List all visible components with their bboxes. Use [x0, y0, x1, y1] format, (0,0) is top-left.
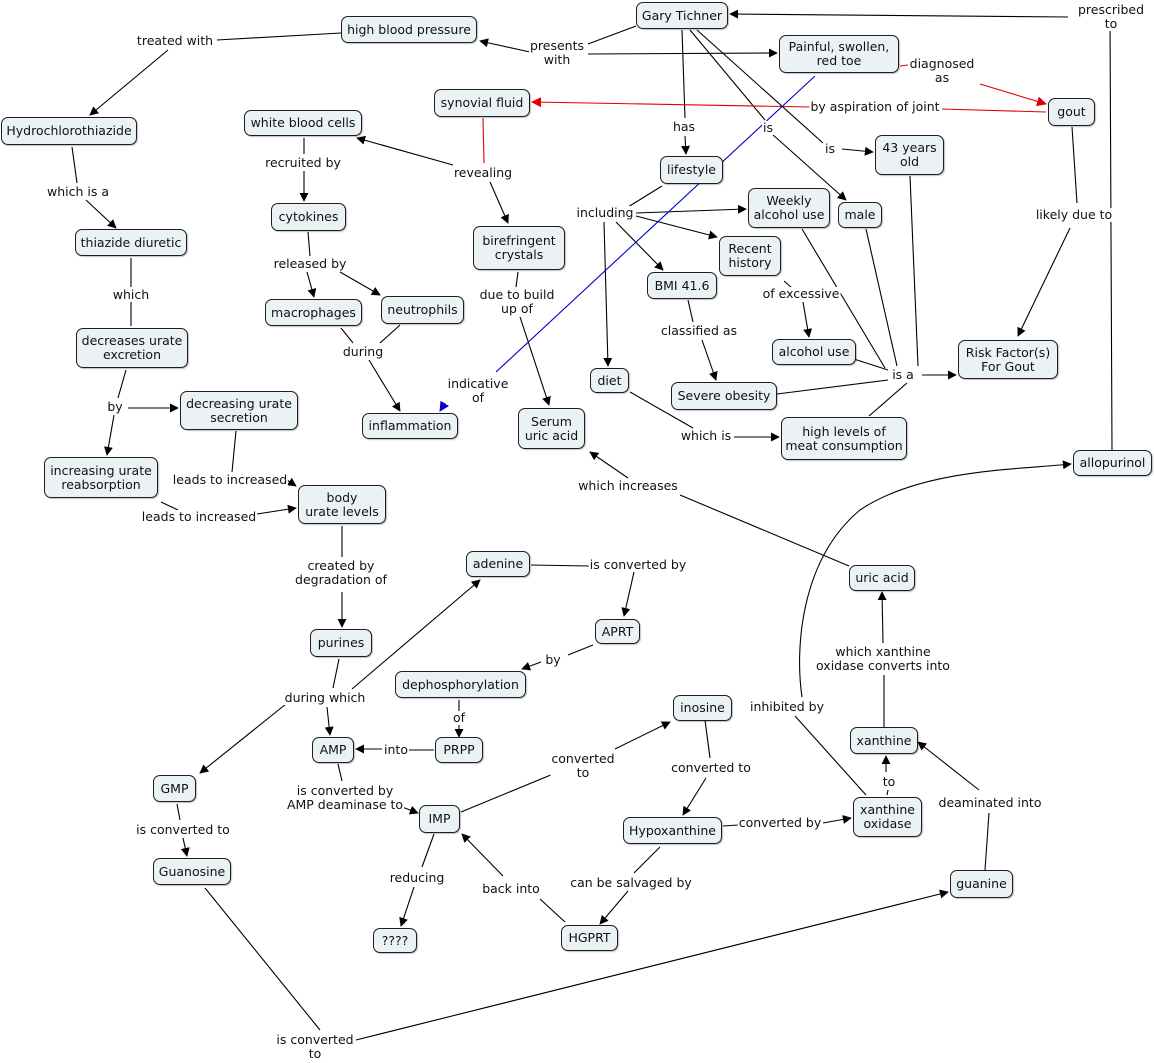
link-label: which: [111, 287, 151, 302]
link-label: due to build up of: [478, 287, 556, 316]
node-decreasing-urate-secretion[interactable]: decreasing urate secretion: [180, 391, 298, 430]
link-label: which increases: [577, 478, 679, 493]
link-label: converted to: [670, 760, 752, 775]
link-label: is a: [891, 367, 915, 382]
node-male[interactable]: male: [838, 202, 882, 228]
node-aprt[interactable]: APRT: [595, 619, 640, 644]
node-white-blood-cells[interactable]: white blood cells: [244, 110, 362, 136]
node-purines[interactable]: purines: [310, 629, 372, 657]
node-increasing-urate-reabsorption[interactable]: increasing urate reabsorption: [44, 457, 158, 498]
link-label: recruited by: [264, 155, 342, 170]
link-label: likely due to: [1034, 207, 1114, 222]
link-label: is converted by AMP deaminase to: [285, 783, 405, 812]
node-xanthine-oxidase[interactable]: xanthine oxidase: [853, 797, 922, 837]
node-cytokines[interactable]: cytokines: [271, 203, 346, 231]
link-label: is: [762, 120, 774, 135]
node-alcohol-use[interactable]: alcohol use: [772, 339, 856, 365]
link-label: inhibited by: [748, 699, 826, 714]
link-label: is converted to: [275, 1032, 355, 1061]
link-label: can be salvaged by: [569, 875, 693, 890]
node-macrophages[interactable]: macrophages: [265, 299, 362, 326]
node-hgprt[interactable]: HGPRT: [561, 925, 618, 951]
node-painful-toe[interactable]: Painful, swollen, red toe: [779, 35, 899, 73]
link-label: of excessive: [761, 286, 841, 301]
node-weekly-alcohol[interactable]: Weekly alcohol use: [748, 188, 830, 228]
node-guanosine[interactable]: Guanosine: [153, 858, 231, 885]
node-unknown[interactable]: ????: [373, 928, 417, 953]
link-label: is: [824, 141, 836, 156]
link-label: back into: [481, 881, 541, 896]
node-allopurinol[interactable]: allopurinol: [1073, 450, 1152, 476]
node-synovial-fluid[interactable]: synovial fluid: [434, 89, 530, 117]
link-label: into: [383, 742, 409, 757]
link-label: converted by: [737, 815, 823, 830]
node-risk-factors[interactable]: Risk Factor(s) For Gout: [958, 340, 1058, 379]
link-label: leads to increased: [140, 509, 258, 524]
link-label: released by: [272, 256, 348, 271]
node-birefringent-crystals[interactable]: birefringent crystals: [473, 226, 565, 270]
node-dephosphorylation[interactable]: dephosphorylation: [395, 671, 526, 698]
link-label: indicative of: [446, 376, 510, 405]
node-meat-consumption[interactable]: high levels of meat consumption: [781, 417, 907, 460]
link-label: by: [544, 652, 562, 667]
link-label: leads to increased: [171, 472, 289, 487]
link-label: reducing: [388, 870, 446, 885]
node-diet[interactable]: diet: [590, 368, 629, 393]
node-neutrophils[interactable]: neutrophils: [381, 296, 464, 324]
node-inflammation[interactable]: inflammation: [362, 413, 458, 439]
link-label: presents with: [528, 38, 586, 67]
node-gary-tichner[interactable]: Gary Tichner: [636, 2, 728, 29]
link-label: created by degradation of: [294, 558, 388, 587]
link-label: deaminated into: [937, 795, 1043, 810]
node-hydrochlorothiazide[interactable]: Hydrochlorothiazide: [1, 117, 137, 145]
node-adenine[interactable]: adenine: [466, 551, 530, 577]
link-label: during which: [283, 690, 367, 705]
node-body-urate-levels[interactable]: body urate levels: [298, 485, 386, 524]
link-label: which is: [679, 428, 733, 443]
link-label: including: [575, 205, 635, 220]
link-label: treated with: [135, 33, 215, 48]
node-age[interactable]: 43 years old: [875, 135, 944, 175]
link-label: by aspiration of joint: [809, 99, 941, 114]
link-label: classified as: [659, 323, 739, 338]
node-bmi[interactable]: BMI 41.6: [647, 272, 717, 299]
link-label: diagnosed as: [908, 56, 976, 85]
link-label: revealing: [452, 165, 514, 180]
node-high-blood-pressure[interactable]: high blood pressure: [341, 16, 477, 43]
link-label: by: [106, 399, 124, 414]
node-gmp[interactable]: GMP: [153, 775, 196, 802]
link-label: during: [341, 344, 385, 359]
link-label: has: [671, 119, 697, 134]
node-lifestyle[interactable]: lifestyle: [660, 156, 723, 184]
node-imp[interactable]: IMP: [419, 805, 460, 833]
link-label: converted to: [550, 751, 616, 780]
link-label: which xanthine oxidase converts into: [815, 644, 951, 673]
link-label: of: [451, 710, 467, 725]
node-prpp[interactable]: PRPP: [435, 737, 483, 763]
link-label: which is a: [45, 184, 111, 199]
link-label: is converted by: [588, 557, 688, 572]
link-label: prescribed to: [1076, 2, 1146, 31]
node-guanine[interactable]: guanine: [950, 870, 1013, 898]
node-amp[interactable]: AMP: [312, 737, 354, 763]
node-thiazide-diuretic[interactable]: thiazide diuretic: [75, 229, 187, 256]
node-recent-history[interactable]: Recent history: [719, 236, 781, 276]
node-gout[interactable]: gout: [1048, 98, 1095, 126]
node-decreases-urate-excretion[interactable]: decreases urate excretion: [76, 328, 188, 368]
node-hypoxanthine[interactable]: Hypoxanthine: [623, 817, 722, 844]
node-inosine[interactable]: inosine: [673, 695, 732, 721]
node-xanthine[interactable]: xanthine: [850, 727, 918, 754]
node-serum-uric-acid[interactable]: Serum uric acid: [518, 408, 585, 449]
link-label: to: [881, 774, 897, 789]
node-uric-acid[interactable]: uric acid: [849, 565, 915, 591]
node-severe-obesity[interactable]: Severe obesity: [671, 382, 777, 410]
link-label: is converted to: [135, 822, 231, 837]
